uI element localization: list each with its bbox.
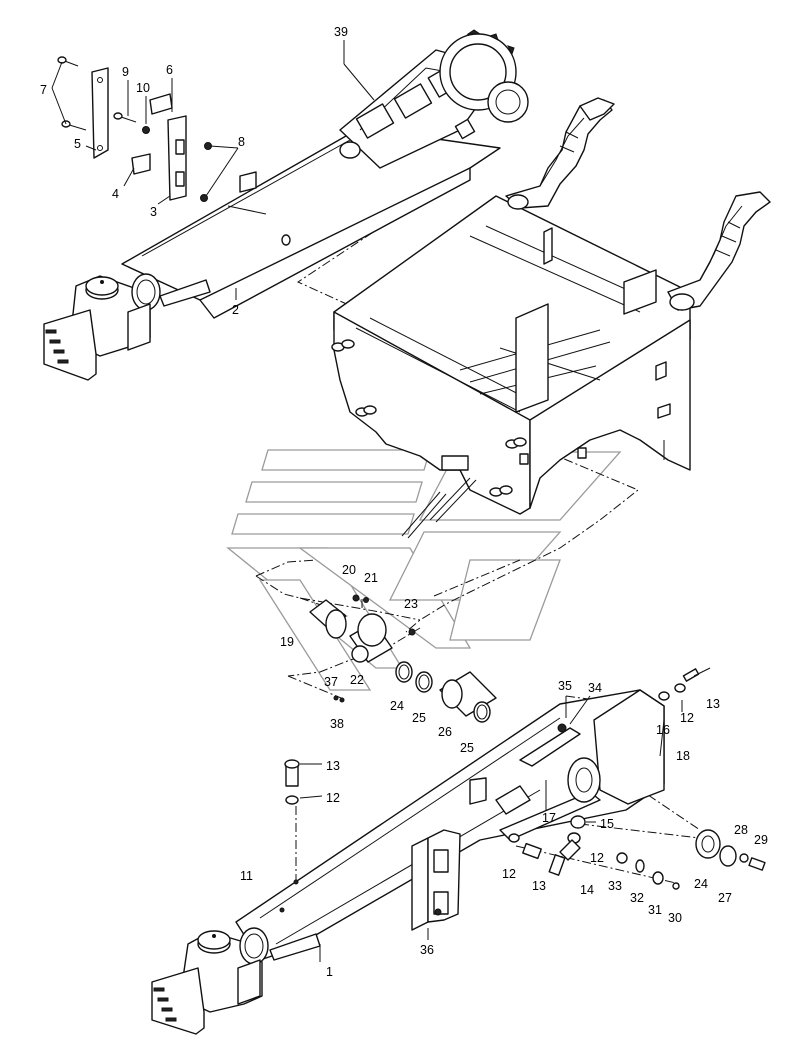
callout-13-left: 13 [326, 759, 340, 773]
pedal-arms [505, 97, 771, 311]
upper-bracket-hardware [57, 56, 212, 202]
callout-34: 34 [588, 681, 602, 695]
callout-8: 8 [238, 135, 245, 149]
callout-19: 19 [280, 635, 294, 649]
callout-18: 18 [676, 749, 690, 763]
callout-25-lower: 25 [460, 741, 474, 755]
callout-12-left: 12 [326, 791, 340, 805]
callout-12-lower: 12 [502, 867, 516, 881]
callout-12-right: 12 [680, 711, 694, 725]
callout-39: 39 [334, 25, 348, 39]
upper-rail [43, 127, 501, 381]
callout-13-lower: 13 [532, 879, 546, 893]
callout-35: 35 [558, 679, 572, 693]
callout-5: 5 [74, 137, 81, 151]
callout-24-lower: 24 [694, 877, 708, 891]
callout-3: 3 [150, 205, 157, 219]
callout-27: 27 [718, 891, 732, 905]
callout-26: 26 [438, 725, 452, 739]
callout-6: 6 [166, 63, 173, 77]
callout-1: 1 [326, 965, 333, 979]
callout-9: 9 [122, 65, 129, 79]
sprocket-assembly [339, 29, 529, 169]
main-frame [331, 195, 691, 539]
watermark-logo [226, 449, 622, 691]
callout-12-center: 12 [590, 851, 604, 865]
callout-25-upper: 25 [412, 711, 426, 725]
callout-38: 38 [330, 717, 344, 731]
clamp-bracket [411, 829, 461, 931]
callout-11: 11 [240, 869, 253, 883]
callout-32: 32 [630, 891, 644, 905]
leader-lines [51, 40, 683, 962]
callout-2: 2 [232, 303, 239, 317]
callout-24-upper: 24 [390, 699, 404, 713]
callout-37: 37 [324, 675, 338, 689]
callout-29: 29 [754, 833, 768, 847]
callout-36: 36 [420, 943, 434, 957]
callout-labels: 39 9 10 6 7 8 5 4 3 2 20 21 23 19 22 24 … [40, 25, 768, 979]
callout-15: 15 [600, 817, 614, 831]
lower-rail [151, 689, 665, 1035]
callout-14: 14 [580, 883, 594, 897]
callout-30: 30 [668, 911, 682, 925]
callout-23: 23 [404, 597, 418, 611]
callout-28: 28 [734, 823, 748, 837]
callout-4: 4 [112, 187, 119, 201]
callout-21: 21 [364, 571, 378, 585]
callout-16: 16 [656, 723, 670, 737]
callout-31: 31 [648, 903, 662, 917]
lower-fasteners [284, 667, 766, 890]
callout-10: 10 [136, 81, 150, 95]
callout-13-right: 13 [706, 697, 720, 711]
callout-33: 33 [608, 879, 622, 893]
callout-17: 17 [542, 811, 556, 825]
callout-20: 20 [342, 563, 356, 577]
pivot-components [309, 594, 497, 723]
callout-22: 22 [350, 673, 364, 687]
callout-7: 7 [40, 83, 47, 97]
